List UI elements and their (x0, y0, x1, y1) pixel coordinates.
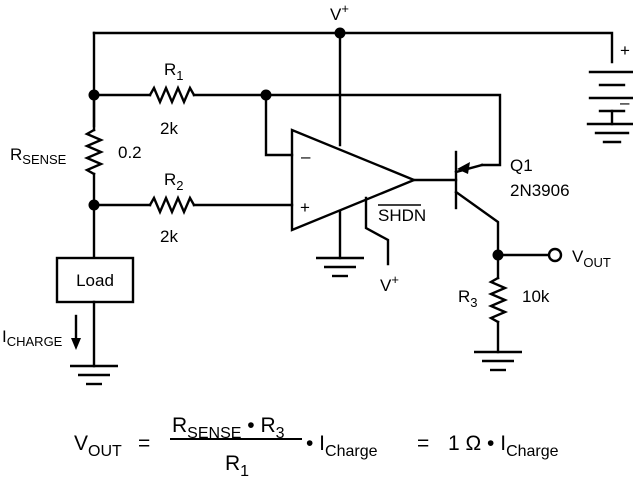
equation-lhs: VOUT (74, 432, 122, 460)
icharge-arrow-icon (71, 314, 81, 350)
r3-resistor-icon (487, 276, 509, 324)
load-ground-icon (70, 364, 118, 386)
r3-ground-icon (474, 350, 522, 372)
battery-plus-label: + (620, 41, 630, 60)
rsense-value: 0.2 (118, 143, 142, 162)
battery-minus-label: – (620, 93, 630, 112)
supply-node (334, 27, 346, 39)
q1-transistor-icon (454, 150, 500, 255)
rsense-label: RSENSE (10, 145, 67, 167)
q1-part-number: 2N3906 (510, 181, 570, 200)
supply-label: V+ (330, 1, 349, 24)
r3-value: 10k (522, 287, 550, 306)
opamp-minus-label: – (301, 147, 311, 166)
battery-icon (586, 70, 633, 144)
r2-label: R2 (164, 170, 184, 193)
icharge-label: ICHARGE (2, 327, 63, 349)
r1-label: R1 (164, 60, 184, 83)
shdn-supply-label: V+ (380, 272, 399, 295)
equation-equals-1: = (138, 432, 150, 455)
shdn-label: SHDN (378, 206, 426, 225)
r2-resistor-icon (148, 194, 196, 216)
r3-label: R3 (458, 287, 478, 310)
transfer-equation: VOUT = RSENSE • R3 R1 • ICharge = 1 Ω • … (74, 414, 559, 480)
q1-label: Q1 (510, 156, 533, 175)
rsense-resistor-icon (83, 128, 105, 176)
vout-label: VOUT (572, 247, 611, 270)
opamp-plus-label: + (300, 198, 310, 217)
r2-value: 2k (160, 227, 178, 246)
equation-charge-term: • ICharge (306, 432, 378, 460)
load-label: Load (76, 271, 114, 290)
opamp-triangle-icon (290, 128, 418, 232)
opamp-ground-icon (316, 256, 364, 278)
r1-resistor-icon (148, 84, 196, 106)
equation-denominator: R1 (225, 452, 249, 480)
r1-value: 2k (160, 119, 178, 138)
equation-equals-2: = (417, 432, 429, 455)
vout-terminal-icon (547, 247, 563, 263)
equation-rhs: 1 Ω • ICharge (448, 432, 559, 460)
equation-numerator: RSENSE • R3 (172, 414, 285, 442)
